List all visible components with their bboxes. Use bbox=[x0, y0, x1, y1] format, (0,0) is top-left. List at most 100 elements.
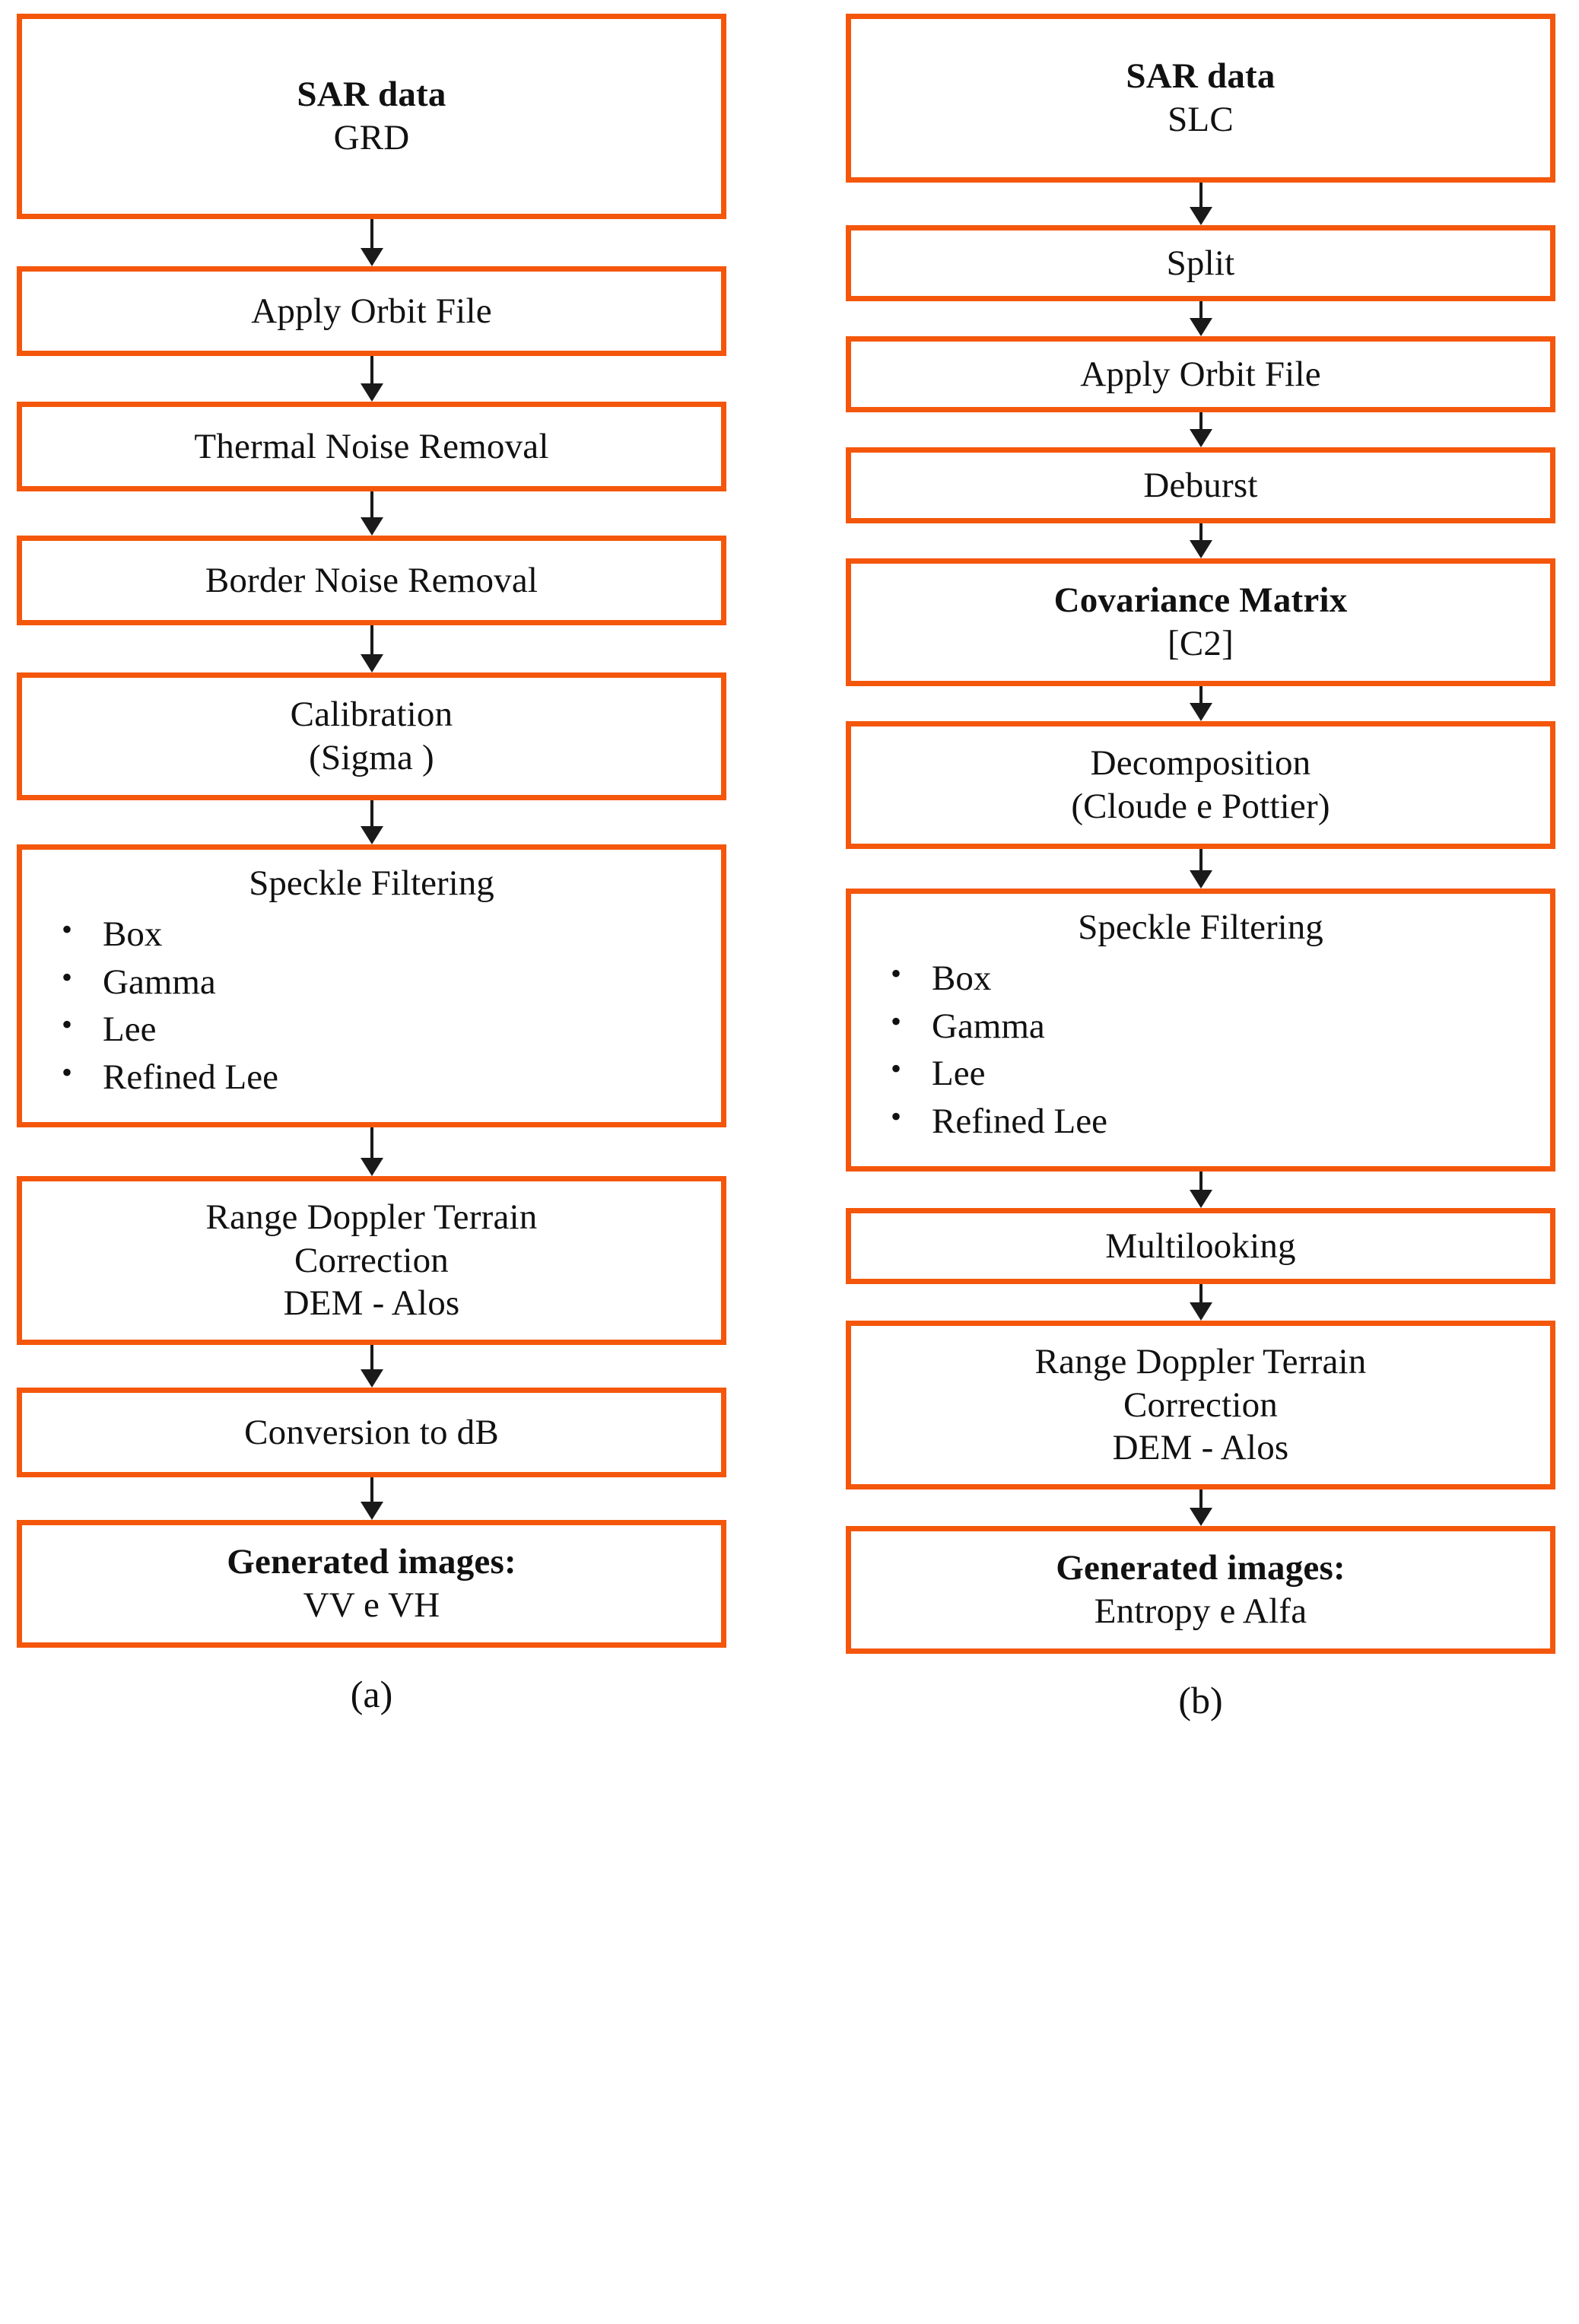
arrow-shaft bbox=[370, 356, 373, 385]
arrow-head-icon bbox=[360, 517, 383, 536]
panel-caption: (b) bbox=[1178, 1679, 1223, 1722]
flow-arrow-down bbox=[17, 1127, 726, 1176]
flow-arrow-down bbox=[846, 523, 1555, 558]
node-text-line: Thermal Noise Removal bbox=[194, 426, 549, 466]
node-text-line: DEM - Alos bbox=[1112, 1428, 1289, 1468]
node-text-line: SLC bbox=[1168, 100, 1234, 139]
flowchart-node-speckle-filtering: Speckle FilteringBoxGammaLeeRefined Lee bbox=[846, 889, 1555, 1172]
flowchart-node-generated-images: Generated images:VV e VH bbox=[17, 1520, 726, 1648]
node-text-line: Deburst bbox=[1143, 465, 1258, 505]
arrow-head-icon bbox=[1189, 1190, 1212, 1208]
arrow-shaft bbox=[370, 219, 373, 250]
arrow-shaft bbox=[1199, 301, 1203, 320]
filter-option-item: Refined Lee bbox=[888, 1096, 1539, 1146]
flow-arrow-down bbox=[17, 491, 726, 536]
flow-arrow-down bbox=[846, 183, 1555, 225]
flow-arrow-down bbox=[846, 1489, 1555, 1526]
node-text-line: GRD bbox=[333, 118, 410, 157]
node-text-line: SAR data bbox=[1126, 56, 1276, 97]
flow-arrow-down bbox=[846, 1284, 1555, 1321]
node-text-line: Generated images: bbox=[227, 1542, 516, 1582]
filter-option-item: Box bbox=[888, 953, 1539, 1003]
flowchart-node-thermal-noise-removal: Thermal Noise Removal bbox=[17, 402, 726, 491]
arrow-shaft bbox=[370, 1477, 373, 1503]
arrow-head-icon bbox=[1189, 1302, 1212, 1321]
filter-option-item: Box bbox=[59, 909, 710, 959]
arrow-head-icon bbox=[1189, 540, 1212, 558]
arrow-head-icon bbox=[1189, 429, 1212, 447]
node-text-line: Entropy e Alfa bbox=[1094, 1591, 1307, 1631]
node-text-line: (Sigma ) bbox=[309, 738, 434, 777]
node-text-line: Correction bbox=[1123, 1385, 1278, 1425]
filter-option-item: Gamma bbox=[59, 957, 710, 1006]
node-text-line: Apply Orbit File bbox=[1080, 354, 1321, 394]
panel-caption: (a) bbox=[350, 1673, 393, 1715]
arrow-head-icon bbox=[1189, 1508, 1212, 1526]
arrow-head-icon bbox=[1189, 703, 1212, 721]
node-text-line: Calibration bbox=[290, 695, 453, 735]
flow-arrow-down bbox=[846, 849, 1555, 889]
arrow-head-icon bbox=[360, 654, 383, 672]
flow-arrow-down bbox=[17, 219, 726, 266]
node-heading: Speckle Filtering bbox=[249, 863, 494, 903]
flowchart-node-multilooking: Multilooking bbox=[846, 1208, 1555, 1284]
flow-arrow-down bbox=[17, 800, 726, 844]
flowchart-node-apply-orbit-file: Apply Orbit File bbox=[17, 266, 726, 356]
filter-option-item: Lee bbox=[888, 1048, 1539, 1098]
arrow-head-icon bbox=[360, 1369, 383, 1388]
arrow-head-icon bbox=[360, 248, 383, 266]
node-text-line: Conversion to dB bbox=[244, 1412, 499, 1452]
flowchart-node-decomposition: Decomposition(Cloude e Pottier) bbox=[846, 721, 1555, 849]
flow-arrow-down bbox=[846, 412, 1555, 447]
flowchart-node-covariance-matrix: Covariance Matrix[C2] bbox=[846, 558, 1555, 686]
node-text-line: SAR data bbox=[297, 75, 446, 115]
filter-option-list: BoxGammaLeeRefined Lee bbox=[33, 909, 710, 1101]
flowchart-node-conversion-to-db: Conversion to dB bbox=[17, 1388, 726, 1477]
arrow-head-icon bbox=[360, 383, 383, 402]
arrow-head-icon bbox=[1189, 207, 1212, 225]
arrow-shaft bbox=[1199, 412, 1203, 431]
arrow-shaft bbox=[1199, 183, 1203, 208]
node-text-line: Apply Orbit File bbox=[251, 291, 492, 331]
node-text-line: Correction bbox=[294, 1240, 449, 1280]
flowchart-node-deburst: Deburst bbox=[846, 447, 1555, 523]
node-heading: Speckle Filtering bbox=[1078, 908, 1323, 947]
node-text-line: (Cloude e Pottier) bbox=[1071, 787, 1330, 826]
arrow-head-icon bbox=[1189, 870, 1212, 889]
node-text-line: Covariance Matrix bbox=[1053, 580, 1348, 621]
arrow-shaft bbox=[1199, 1489, 1203, 1509]
node-text-line: Border Noise Removal bbox=[205, 560, 539, 600]
flow-arrow-down bbox=[17, 1345, 726, 1388]
arrow-head-icon bbox=[360, 826, 383, 844]
flow-arrow-down bbox=[846, 301, 1555, 336]
arrow-shaft bbox=[1199, 1284, 1203, 1304]
arrow-shaft bbox=[1199, 523, 1203, 542]
flow-arrow-down bbox=[17, 356, 726, 402]
arrow-shaft bbox=[370, 491, 373, 519]
node-text-line: [C2] bbox=[1168, 624, 1234, 663]
node-text-line: Range Doppler Terrain bbox=[1034, 1341, 1367, 1381]
arrow-shaft bbox=[1199, 849, 1203, 872]
arrow-shaft bbox=[370, 800, 373, 828]
arrow-shaft bbox=[370, 1127, 373, 1159]
node-text-line: VV e VH bbox=[303, 1585, 440, 1625]
node-text-line: Multilooking bbox=[1105, 1226, 1296, 1266]
arrow-head-icon bbox=[360, 1158, 383, 1176]
flow-arrow-down bbox=[846, 1172, 1555, 1208]
arrow-shaft bbox=[370, 625, 373, 656]
arrow-shaft bbox=[1199, 686, 1203, 704]
arrow-head-icon bbox=[360, 1502, 383, 1520]
flowchart-node-split: Split bbox=[846, 225, 1555, 301]
flow-arrow-down bbox=[17, 1477, 726, 1520]
filter-option-list: BoxGammaLeeRefined Lee bbox=[862, 953, 1539, 1146]
node-text-line: Split bbox=[1166, 243, 1235, 283]
flowchart-node-border-noise-removal: Border Noise Removal bbox=[17, 536, 726, 625]
flow-arrow-down bbox=[17, 625, 726, 672]
